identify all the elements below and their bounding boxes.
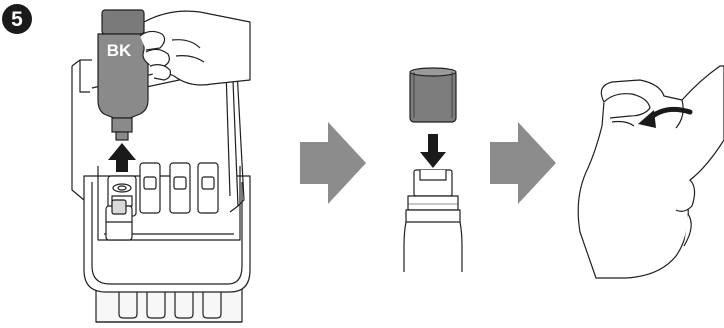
tighten-cap-arrow-icon (638, 106, 693, 128)
hand-tightening-cap (577, 65, 724, 279)
ink-bottle: BK (97, 9, 149, 141)
bottle-label: BK (107, 41, 132, 60)
step-number: 5 (11, 8, 23, 31)
bottle-neck (403, 169, 463, 272)
right-arrow-icon-2 (490, 122, 556, 204)
step-number-badge: 5 (2, 4, 32, 34)
up-arrow-icon (108, 143, 136, 172)
removed-tank-cap (105, 199, 133, 241)
down-arrow-icon (420, 134, 446, 168)
ink-chamber-caps (139, 162, 219, 214)
hand-holding-bottle (139, 10, 251, 86)
right-arrow-icon (300, 122, 366, 204)
bottle-cap (409, 67, 457, 123)
